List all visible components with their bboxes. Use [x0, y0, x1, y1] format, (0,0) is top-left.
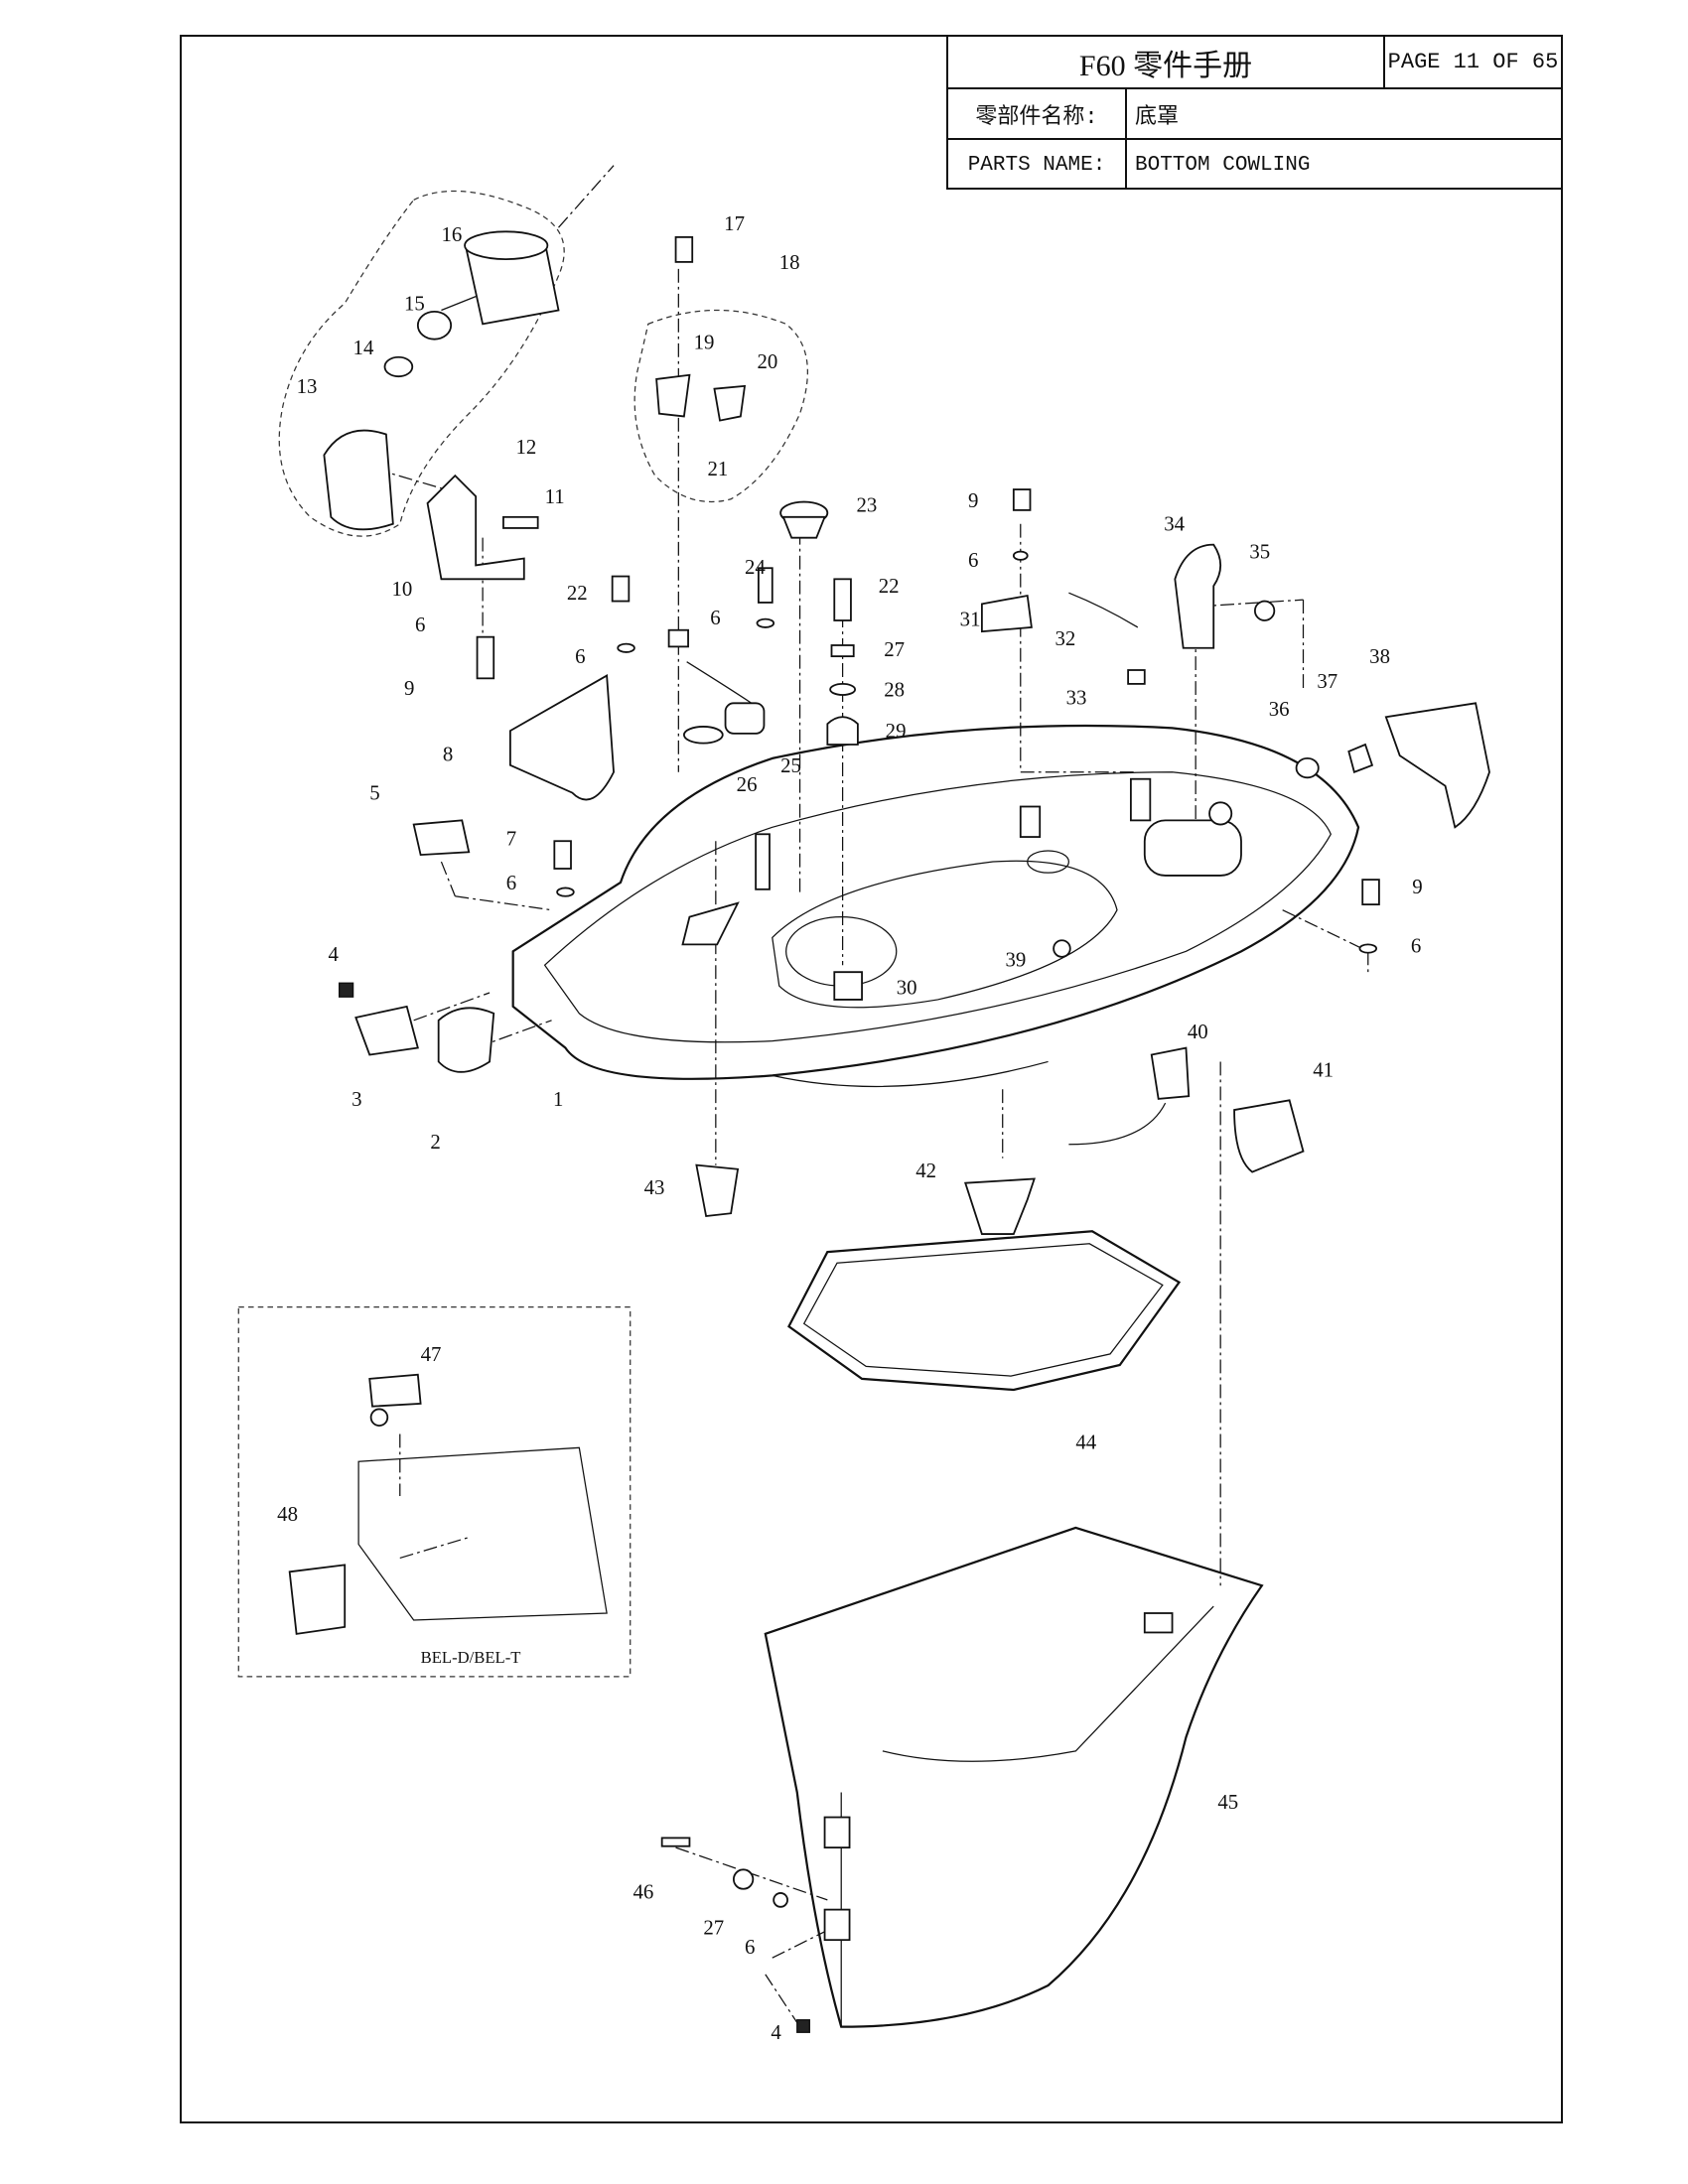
drawing-frame: [180, 35, 1563, 2123]
page-number: PAGE 11 OF 65: [1387, 50, 1559, 74]
title-block: F60 零件手册 PAGE 11 OF 65 零部件名称: 底罩 PARTS N…: [946, 35, 1563, 190]
part-name-cn-label: 零部件名称:: [948, 89, 1127, 138]
part-name-cn: 底罩: [1135, 104, 1180, 130]
part-name-en-label: PARTS NAME:: [948, 140, 1127, 190]
manual-title: F60 零件手册: [948, 37, 1385, 87]
part-name-en: BOTTOM COWLING: [1135, 153, 1311, 177]
